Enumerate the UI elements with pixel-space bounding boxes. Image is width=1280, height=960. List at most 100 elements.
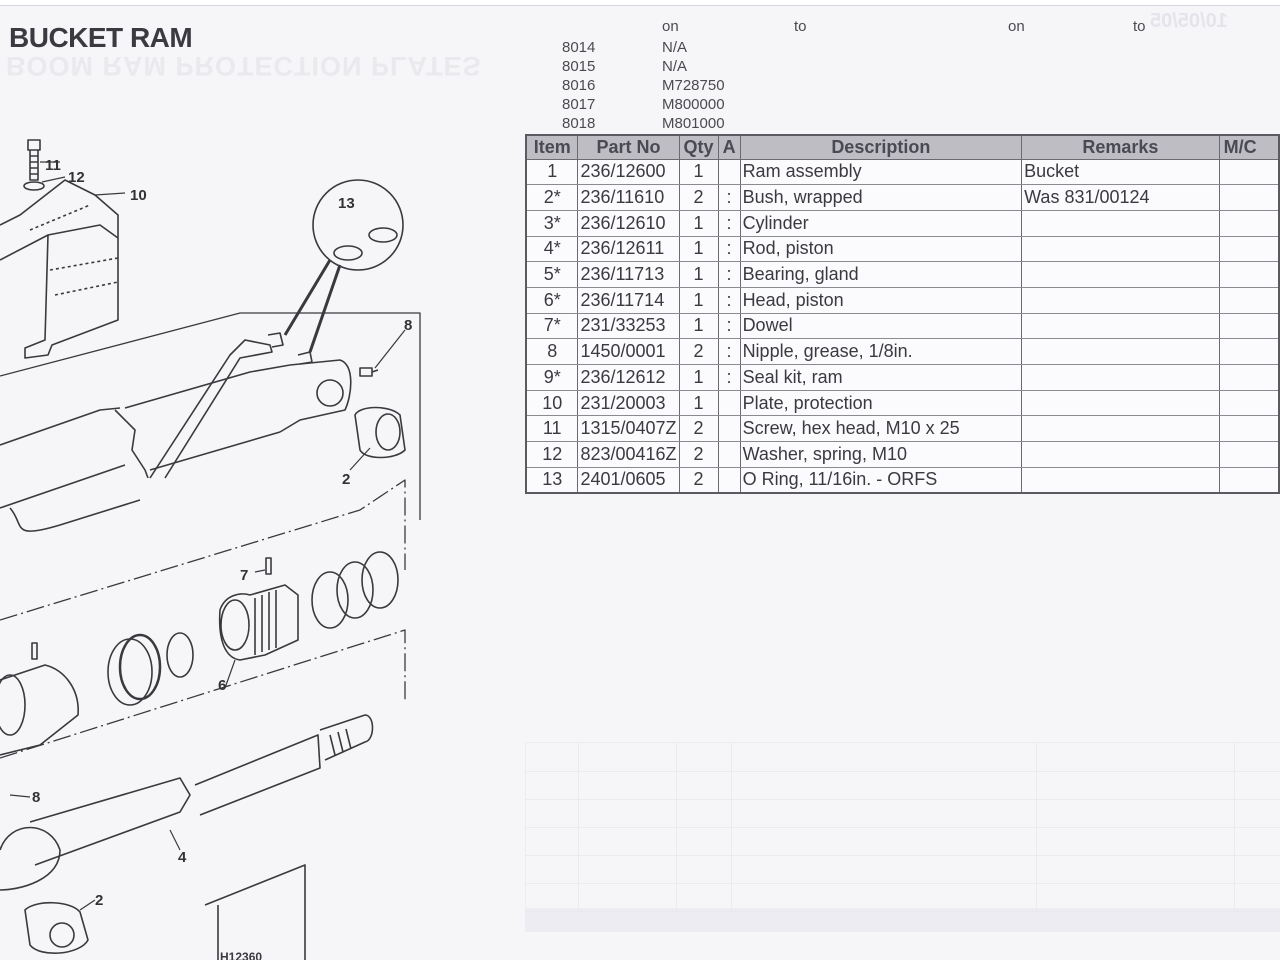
serial-header-to-2: to [1133, 18, 1146, 35]
serial-from: M801000 [662, 115, 725, 132]
piston-head-drawing [218, 584, 299, 661]
col-item: Item [525, 134, 579, 160]
callout-leaders [9, 161, 406, 911]
callout-11: 11 [45, 157, 61, 174]
qty-cell: 1 [678, 390, 719, 417]
part-no-cell: 1450/0001 [577, 338, 680, 365]
description-cell: Nipple, grease, 1/8in. [739, 338, 1023, 365]
a-cell: : [717, 236, 741, 263]
a-cell: : [717, 287, 741, 314]
bleed-through-title: BOOM RAM PROTECTION PLATES [6, 51, 482, 81]
remarks-cell [1021, 415, 1220, 443]
item-cell: 10 [525, 390, 579, 417]
mc-cell [1218, 159, 1280, 186]
bush-bottom-drawing [24, 901, 89, 955]
part-no-cell: 236/12612 [577, 364, 680, 391]
gland-bearing-drawing [0, 664, 79, 756]
callout-13: 13 [338, 195, 355, 212]
description-cell: O Ring, 11/16in. - ORFS [739, 467, 1023, 494]
qty-cell: 2 [678, 184, 719, 211]
a-cell [717, 467, 741, 494]
o-ring-detail-drawing [283, 179, 404, 353]
item-cell: 8 [525, 338, 579, 365]
remarks-cell [1021, 467, 1220, 494]
exploded-parts-diagram: 11 12 10 13 8 2 7 6 8 4 2 [0, 139, 421, 960]
protection-plate-drawing [0, 179, 119, 359]
serial-model: 8016 [562, 77, 596, 94]
part-no-cell: 2401/0605 [577, 467, 680, 494]
qty-cell: 1 [678, 159, 719, 186]
cylinder-drawing [0, 312, 421, 532]
serial-model: 8018 [562, 115, 596, 132]
part-no-cell: 236/11713 [577, 261, 680, 288]
part-no-cell: 236/11714 [577, 287, 680, 314]
screw-drawing [23, 139, 45, 191]
diagram-code: H12360 [220, 950, 263, 960]
seal-kit-bracket [0, 479, 406, 759]
mc-cell [1218, 415, 1280, 443]
mc-cell [1218, 236, 1280, 263]
dowel-drawing [265, 557, 272, 575]
item-cell: 6* [525, 287, 579, 314]
mc-cell [1218, 261, 1280, 288]
callout-8: 8 [404, 317, 412, 334]
mc-cell [1218, 441, 1280, 468]
col-a: A [717, 134, 741, 160]
part-no-cell: 1315/0407Z [577, 415, 680, 443]
mc-cell [1218, 338, 1280, 365]
qty-cell: 1 [678, 210, 719, 237]
item-cell: 11 [525, 415, 579, 443]
a-cell: : [717, 261, 741, 288]
remarks-cell [1021, 261, 1220, 288]
item-cell: 1 [525, 159, 579, 186]
callout-8-lower: 8 [32, 789, 40, 806]
part-no-cell: 236/11610 [577, 184, 680, 211]
part-no-cell: 236/12610 [577, 210, 680, 237]
col-description: Description [739, 134, 1023, 160]
a-cell: : [717, 338, 741, 365]
a-cell [717, 441, 741, 468]
remarks-cell [1021, 287, 1220, 314]
item-cell: 2* [525, 184, 579, 211]
col-mc: M/C [1218, 134, 1280, 160]
col-part-no: Part No [577, 134, 680, 160]
serial-from: M728750 [662, 77, 725, 94]
serial-header-on: on [662, 18, 679, 35]
qty-cell: 1 [678, 236, 719, 263]
remarks-cell [1021, 210, 1220, 237]
serial-model: 8014 [562, 39, 596, 56]
mc-cell [1218, 210, 1280, 237]
part-no-cell: 236/12611 [577, 236, 680, 263]
qty-cell: 2 [678, 415, 719, 443]
qty-cell: 1 [678, 261, 719, 288]
item-cell: 13 [525, 467, 579, 494]
item-cell: 4* [525, 236, 579, 263]
callout-4: 4 [178, 849, 187, 866]
qty-cell: 2 [678, 441, 719, 468]
description-cell: Ram assembly [739, 159, 1023, 186]
callout-6: 6 [218, 677, 226, 694]
description-cell: Bearing, gland [739, 261, 1023, 288]
part-no-cell: 231/33253 [577, 313, 680, 340]
remarks-cell [1021, 390, 1220, 417]
description-cell: Bush, wrapped [739, 184, 1023, 211]
serial-from: M800000 [662, 96, 725, 113]
serial-from: N/A [662, 58, 688, 75]
mc-cell [1218, 467, 1280, 494]
grease-nipple-drawing [359, 367, 379, 377]
serial-row: 8017 M800000 [562, 95, 762, 114]
serial-header-to: to [794, 18, 807, 35]
callout-2: 2 [342, 471, 350, 488]
a-cell [717, 159, 741, 186]
description-cell: Head, piston [739, 287, 1023, 314]
item-cell: 3* [525, 210, 579, 237]
mc-cell [1218, 364, 1280, 391]
remarks-cell: Was 831/00124 [1021, 184, 1220, 211]
